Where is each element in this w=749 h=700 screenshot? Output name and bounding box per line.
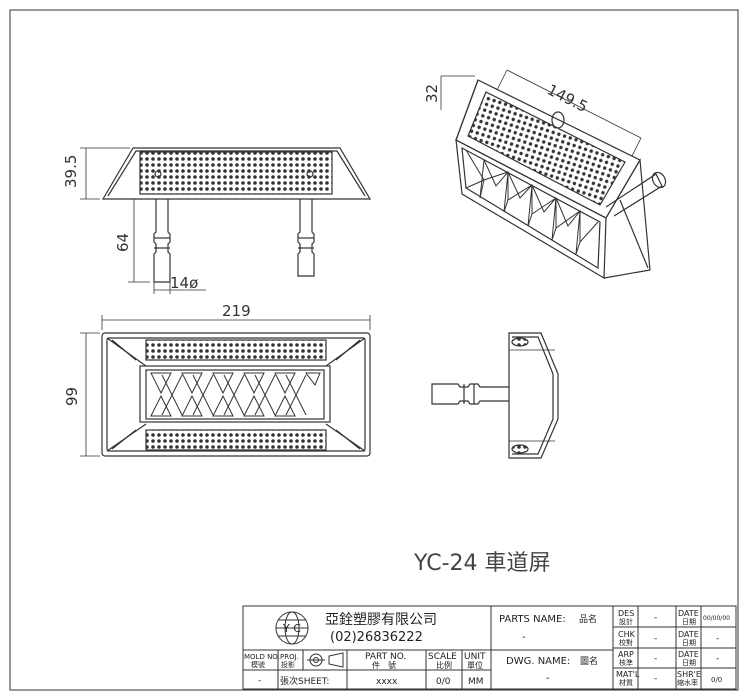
dwg-name-value: -: [546, 673, 550, 684]
date-label-zh-3: 日期: [682, 659, 696, 667]
top-view: [80, 315, 371, 457]
dim-overall-length: 219: [222, 302, 251, 320]
shr-label-zh: 縮水率: [677, 678, 698, 687]
matl-value: -: [654, 674, 657, 684]
drawing-border: [9, 9, 739, 691]
shr-label: SHR'E: [677, 670, 701, 679]
des-label: DES: [618, 609, 634, 618]
dwg-name-label-zh: 圖名: [580, 655, 598, 667]
chk-value: -: [654, 634, 657, 644]
chk-label: CHK: [618, 630, 636, 639]
dwg-name-label: DWG. NAME:: [506, 656, 570, 667]
unit-value: MM: [468, 677, 484, 687]
shr-value: 0/0: [711, 676, 722, 684]
chk-label-zh: 校對: [619, 638, 633, 647]
date-label-1: DATE: [678, 609, 699, 618]
isometric-view: [440, 69, 667, 280]
dim-iso-length: 149.5: [544, 81, 590, 117]
title-block: [242, 605, 737, 690]
dim-pin-dia: 14ø: [170, 274, 198, 292]
side-view: [431, 332, 559, 459]
unit-label-zh: 單位: [467, 660, 483, 670]
date-value-2: -: [716, 634, 719, 644]
drawing-title: YC-24 車道屏: [413, 551, 551, 576]
matl-label: MAT'L: [616, 670, 640, 679]
date-label-zh-2: 日期: [682, 639, 696, 647]
part-no-label: PART NO.: [365, 652, 406, 662]
mold-no-label-zh: 模號: [251, 660, 265, 669]
arp-value: -: [654, 654, 657, 664]
company-name: 亞銓塑膠有限公司: [325, 612, 437, 628]
date-value-1: 00/00/00: [703, 615, 730, 622]
mold-no-label: MOLD NO.: [244, 653, 280, 661]
scale-label-zh: 比例: [436, 660, 452, 670]
des-label-zh: 設計: [619, 617, 633, 626]
date-label-zh-1: 日期: [682, 618, 696, 626]
proj-label: PROJ.: [280, 653, 299, 661]
des-value: -: [654, 613, 657, 623]
date-label-3: DATE: [678, 650, 699, 659]
date-value-3: -: [716, 654, 719, 664]
front-view: [80, 147, 372, 294]
parts-name-value: -: [522, 632, 526, 643]
scale-value: 0/0: [436, 677, 451, 687]
part-no-value: xxxx: [376, 677, 398, 687]
date-label-2: DATE: [678, 630, 699, 639]
arp-label: ARP: [618, 650, 634, 659]
proj-label-zh: 投影: [281, 660, 295, 669]
company-phone: (02)26836222: [330, 630, 423, 645]
logo-text: Y C: [282, 622, 301, 635]
dim-top-height: 39.5: [62, 155, 80, 188]
dim-pin-length: 64: [114, 233, 132, 252]
matl-label-zh: 材質: [619, 678, 633, 687]
parts-name-label-zh: 品名: [579, 613, 597, 625]
arp-label-zh: 核準: [619, 658, 633, 667]
unit-label: UNIT: [464, 652, 486, 662]
dim-iso-height: 32: [423, 84, 441, 103]
sheet-label: 張次SHEET:: [280, 675, 329, 687]
title-block-text: Y C 亞銓塑膠有限公司 (02)26836222 MOLD NO. 模號 - …: [244, 609, 730, 687]
dim-overall-width: 99: [63, 387, 81, 406]
part-no-label-zh: 件 號: [372, 660, 396, 670]
scale-label: SCALE: [428, 652, 457, 662]
parts-name-label: PARTS NAME:: [499, 614, 566, 625]
mold-no-value: -: [258, 676, 261, 686]
